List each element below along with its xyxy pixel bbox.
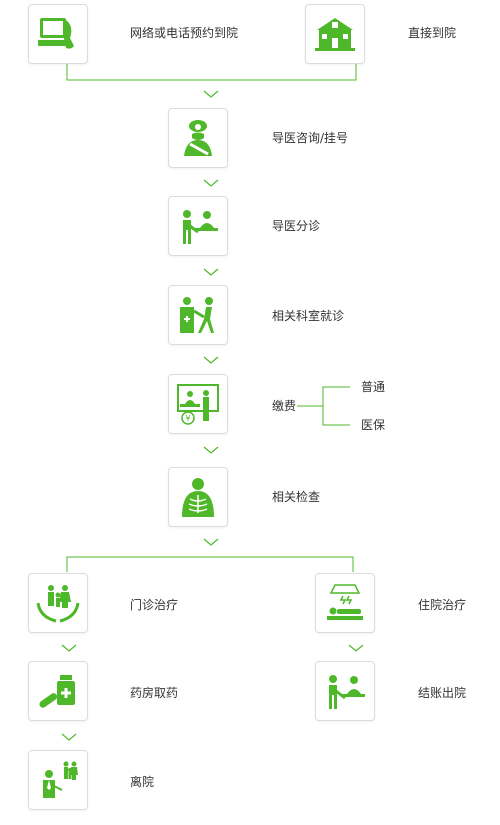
outpatient-label: 门诊治疗: [130, 598, 179, 612]
exam-step-box: [168, 467, 228, 527]
payment-counter-icon: ¥: [177, 384, 219, 425]
chevron-down-icon: [61, 733, 77, 741]
leaving-family-icon: [43, 761, 78, 798]
payment-step-box: ¥: [168, 374, 228, 434]
department-label: 相关科室就诊: [272, 309, 345, 323]
discharge-label: 离院: [130, 775, 155, 789]
pill-bottle-icon: [39, 675, 75, 708]
pharmacy-step-box: [28, 661, 88, 721]
triage-step-box: [168, 196, 228, 256]
chevron-down-icon: [203, 538, 219, 546]
chevron-down-icon: [203, 90, 219, 98]
hospital-building-icon: [315, 18, 355, 51]
checkout-step-box: [315, 661, 375, 721]
payment-option-insurance: 医保: [361, 418, 386, 432]
checkout-desk-icon: [329, 675, 365, 709]
payment-option-general: 普通: [361, 380, 386, 394]
pharmacy-label: 药房取药: [130, 686, 179, 700]
chevron-down-icon: [203, 356, 219, 364]
inpatient-label: 住院治疗: [418, 598, 467, 612]
chevron-down-icon: [61, 644, 77, 652]
hospital-bed-icon: [327, 584, 363, 620]
guide-consult-step-box: [168, 108, 228, 168]
inpatient-step-box: [315, 573, 375, 633]
computer-phone-icon: [38, 18, 74, 49]
appointment-label: 网络或电话预约到院: [130, 26, 239, 40]
guide-consult-label: 导医咨询/挂号: [272, 131, 349, 145]
department-step-box: [168, 285, 228, 345]
xray-chest-icon: [182, 478, 214, 517]
nurse-icon: [184, 120, 212, 156]
exam-label: 相关检查: [272, 490, 321, 504]
discharge-step-box: [28, 750, 88, 810]
svg-text:¥: ¥: [185, 414, 190, 423]
doctor-patient-icon: [180, 297, 214, 333]
chevron-down-icon: [203, 268, 219, 276]
chevron-down-icon: [348, 644, 364, 652]
payment-label: 缴费: [272, 399, 297, 413]
family-hands-icon: [36, 585, 80, 623]
chevron-down-icon: [203, 446, 219, 454]
appointment-step-box: [28, 4, 88, 64]
outpatient-step-box: [28, 573, 88, 633]
direct-step-box: [305, 4, 365, 64]
direct-label: 直接到院: [408, 26, 457, 40]
chevron-down-icon: [203, 179, 219, 187]
triage-label: 导医分诊: [272, 219, 321, 233]
triage-desk-icon: [183, 210, 218, 244]
checkout-label: 结账出院: [418, 686, 467, 700]
